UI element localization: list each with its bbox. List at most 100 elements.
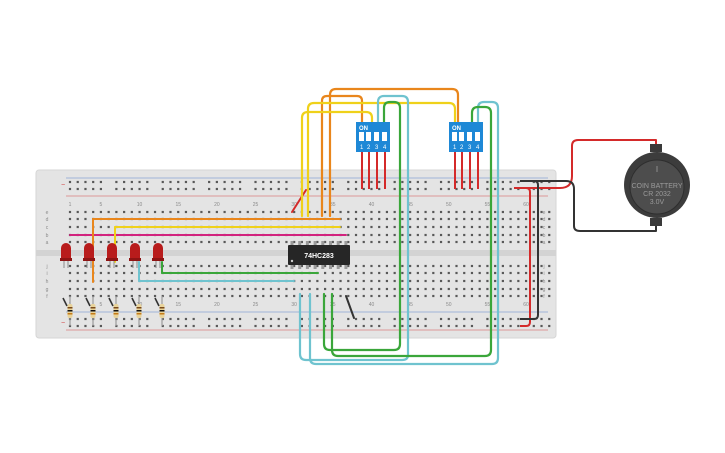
rail-hole[interactable] (262, 317, 265, 321)
hole[interactable] (300, 279, 303, 283)
hole[interactable] (347, 264, 350, 268)
hole[interactable] (316, 264, 319, 268)
hole[interactable] (501, 279, 504, 283)
hole[interactable] (68, 264, 72, 268)
hole[interactable] (509, 279, 512, 283)
wire-cyan-arch-right[interactable] (308, 100, 500, 366)
rail-hole[interactable] (463, 324, 466, 328)
hole[interactable] (517, 225, 520, 229)
hole[interactable] (478, 279, 481, 283)
hole[interactable] (347, 287, 350, 291)
hole[interactable] (254, 264, 257, 268)
rail-hole[interactable] (285, 187, 288, 191)
rail-hole[interactable] (238, 324, 242, 328)
rail-hole[interactable] (486, 180, 489, 184)
switch-toggle[interactable] (359, 132, 364, 141)
hole[interactable] (184, 210, 188, 214)
hole[interactable] (416, 240, 419, 244)
hole[interactable] (262, 210, 265, 214)
hole[interactable] (84, 240, 87, 244)
rail-hole[interactable] (223, 187, 226, 191)
hole[interactable] (169, 210, 172, 214)
rail-hole[interactable] (192, 187, 195, 191)
rail-hole[interactable] (308, 180, 311, 184)
hole[interactable] (177, 294, 180, 298)
hole[interactable] (68, 271, 72, 275)
rail-hole[interactable] (470, 187, 474, 191)
resistor[interactable] (85, 296, 96, 326)
hole[interactable] (416, 264, 419, 268)
led-group[interactable] (60, 243, 164, 268)
hole[interactable] (68, 240, 72, 244)
hole[interactable] (362, 225, 365, 229)
rail-hole[interactable] (262, 187, 265, 191)
hole[interactable] (432, 217, 435, 221)
hole[interactable] (254, 210, 257, 214)
hole[interactable] (540, 271, 543, 275)
hole[interactable] (238, 210, 242, 214)
hole[interactable] (262, 240, 265, 244)
rail-hole[interactable] (347, 317, 350, 321)
hole[interactable] (339, 240, 342, 244)
hole[interactable] (123, 294, 126, 298)
hole[interactable] (517, 233, 520, 237)
hole[interactable] (540, 294, 543, 298)
rail-hole[interactable] (532, 324, 535, 328)
hole[interactable] (161, 294, 164, 298)
rail-hole[interactable] (231, 317, 234, 321)
wire-yellow-arch-2[interactable] (306, 101, 457, 218)
hole[interactable] (331, 287, 334, 291)
hole[interactable] (424, 240, 427, 244)
hole[interactable] (254, 240, 257, 244)
hole[interactable] (548, 279, 551, 283)
rail-hole[interactable] (548, 317, 551, 321)
hole[interactable] (478, 217, 481, 221)
hole[interactable] (416, 233, 419, 237)
hole[interactable] (300, 294, 303, 298)
hole[interactable] (323, 210, 327, 214)
rail-hole[interactable] (99, 324, 103, 328)
hole[interactable] (524, 233, 528, 237)
hole[interactable] (393, 233, 396, 237)
wire-cyan-arch-top[interactable] (298, 94, 410, 362)
hole[interactable] (470, 210, 474, 214)
hole[interactable] (393, 240, 396, 244)
hole[interactable] (532, 240, 535, 244)
hole[interactable] (354, 217, 358, 221)
hole[interactable] (107, 279, 110, 283)
rail-hole[interactable] (331, 180, 334, 184)
hole[interactable] (370, 279, 373, 283)
hole[interactable] (107, 264, 110, 268)
rail-hole[interactable] (254, 187, 257, 191)
rail-hole[interactable] (208, 324, 211, 328)
hole[interactable] (524, 271, 528, 275)
hole[interactable] (401, 210, 404, 214)
rail-hole[interactable] (192, 324, 195, 328)
hole[interactable] (223, 287, 226, 291)
hole[interactable] (223, 264, 226, 268)
hole[interactable] (184, 240, 188, 244)
hole[interactable] (184, 287, 188, 291)
rail-hole[interactable] (269, 180, 273, 184)
hole[interactable] (517, 240, 520, 244)
rail-hole[interactable] (123, 180, 126, 184)
hole[interactable] (524, 287, 528, 291)
rail-hole[interactable] (494, 180, 497, 184)
hole[interactable] (246, 294, 249, 298)
rail-hole[interactable] (501, 187, 504, 191)
hole[interactable] (138, 240, 141, 244)
hole[interactable] (470, 287, 474, 291)
hole[interactable] (439, 271, 443, 275)
hole[interactable] (532, 279, 535, 283)
rail-hole[interactable] (370, 180, 373, 184)
hole[interactable] (424, 225, 427, 229)
hole[interactable] (331, 264, 334, 268)
hole[interactable] (354, 287, 358, 291)
hole[interactable] (231, 287, 234, 291)
rail-hole[interactable] (99, 180, 103, 184)
hole[interactable] (478, 225, 481, 229)
hole[interactable] (416, 279, 419, 283)
hole[interactable] (532, 225, 535, 229)
hole[interactable] (115, 271, 118, 275)
rail-hole[interactable] (409, 187, 412, 191)
